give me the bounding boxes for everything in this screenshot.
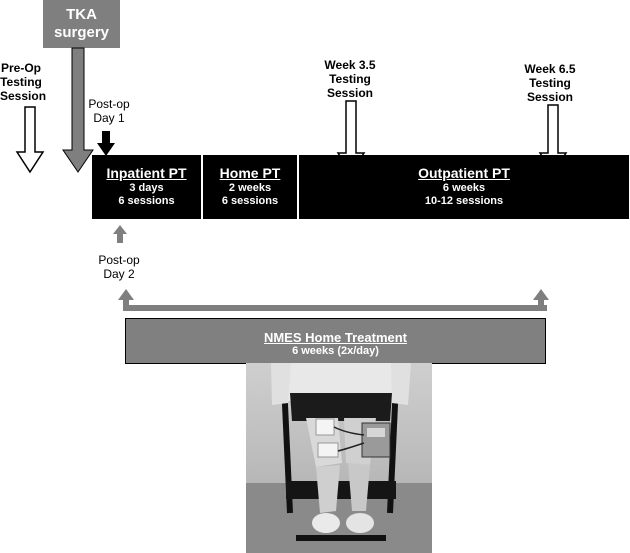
tka-arrow-icon bbox=[62, 47, 94, 173]
preop-arrow-icon bbox=[15, 106, 45, 174]
postop-day1-arrow-icon bbox=[97, 131, 115, 156]
pt-timeline: Inpatient PT 3 days 6 sessions Home PT 2… bbox=[92, 155, 629, 219]
phase-divider bbox=[201, 155, 203, 219]
postop-day2-arrow-icon bbox=[113, 225, 127, 243]
phase-divider bbox=[297, 155, 299, 219]
nmes-left-arrow-icon bbox=[118, 289, 134, 311]
postop-day1-label: Post-op Day 1 bbox=[88, 97, 130, 125]
postop-day2-label: Post-op Day 2 bbox=[98, 253, 140, 281]
phase-inpatient: Inpatient PT 3 days 6 sessions bbox=[106, 165, 187, 207]
tka-surgery-box: TKA surgery bbox=[43, 0, 120, 48]
week35-testing-label: Week 3.5 Testing Session bbox=[324, 58, 376, 100]
phase-outpatient: Outpatient PT 6 weeks 10-12 sessions bbox=[418, 165, 510, 207]
nmes-span-bar bbox=[123, 305, 547, 311]
nmes-treatment-box: NMES Home Treatment 6 weeks (2x/day) bbox=[125, 318, 546, 364]
preop-testing-label: Pre-Op Testing Session bbox=[0, 61, 47, 103]
tka-label: TKA bbox=[66, 6, 97, 23]
phase-home: Home PT 2 weeks 6 sessions bbox=[219, 165, 281, 207]
nmes-right-arrow-icon bbox=[533, 289, 549, 311]
week65-testing-label: Week 6.5 Testing Session bbox=[524, 62, 576, 104]
nmes-patient-photo bbox=[246, 363, 432, 553]
surgery-label: surgery bbox=[53, 24, 110, 41]
